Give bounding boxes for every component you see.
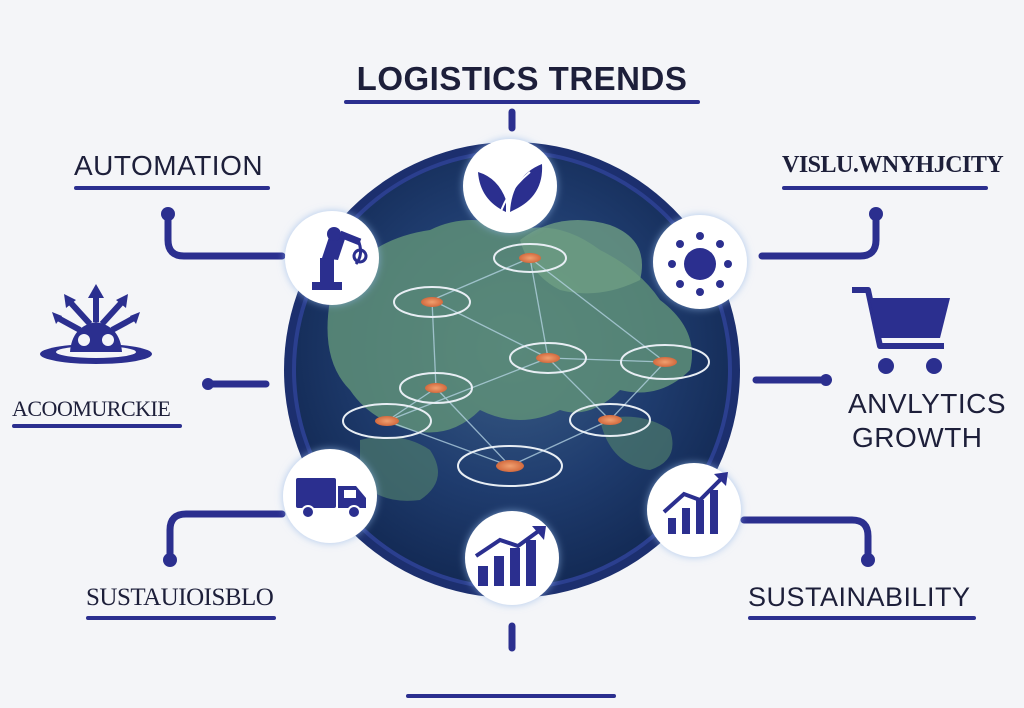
underline-acommerce — [12, 424, 182, 428]
globe — [284, 142, 740, 598]
underline-automation — [74, 186, 270, 190]
bar-chart-icon — [465, 511, 559, 605]
leaf-icon — [463, 139, 557, 233]
underline-sustainability-left — [86, 616, 276, 620]
label-analytics-growth-line1: ANVLYTICS — [848, 388, 1007, 419]
label-automation: AUTOMATION — [74, 150, 264, 181]
connector-dot-sustainability-right — [861, 553, 875, 567]
connector-automation — [164, 210, 286, 260]
underline-sustainability-right — [748, 616, 976, 620]
route-node — [493, 243, 567, 273]
label-sustainability-left: SUSTAUIOISBLO — [86, 584, 274, 611]
robotic-arm-icon — [285, 211, 379, 305]
label-analytics-growth-line2: GROWTH — [852, 422, 983, 453]
route-node — [509, 342, 587, 374]
label-acommerce: ACOOMURCKIE — [12, 396, 171, 421]
connector-lines — [164, 108, 880, 652]
route-node — [457, 445, 563, 487]
title-underline — [344, 100, 700, 104]
underline-visibility — [782, 186, 988, 190]
sun-icon — [653, 215, 747, 309]
connector-dot-sustainability-left — [163, 553, 177, 567]
connector-dot-acommerce — [202, 378, 214, 390]
route-nodes — [342, 243, 710, 487]
route-node — [393, 286, 471, 318]
growth-chart-icon — [647, 463, 741, 557]
page-title: LOGISTICS TRENDS — [356, 60, 688, 97]
underline-analytics — [406, 694, 616, 698]
connector-sustainability-left — [166, 510, 286, 564]
shopping-cart-icon — [852, 287, 950, 374]
route-node — [569, 403, 651, 437]
world-map — [327, 220, 710, 501]
route-node — [620, 344, 710, 380]
connector-sustainability-right — [740, 516, 872, 564]
connector-dot-visibility — [869, 207, 883, 221]
label-sustainability-right: SUSTAINABILITY — [748, 582, 971, 612]
label-visibility: VISLU.WNYHJCITY — [782, 152, 1004, 178]
network-hub-icon — [40, 284, 152, 364]
route-node — [399, 372, 473, 404]
connector-dot-analytics-growth — [820, 374, 832, 386]
route-node — [342, 403, 432, 439]
connector-dot-automation — [161, 207, 175, 221]
connector-visibility — [758, 210, 880, 260]
delivery-truck-icon — [283, 449, 377, 543]
